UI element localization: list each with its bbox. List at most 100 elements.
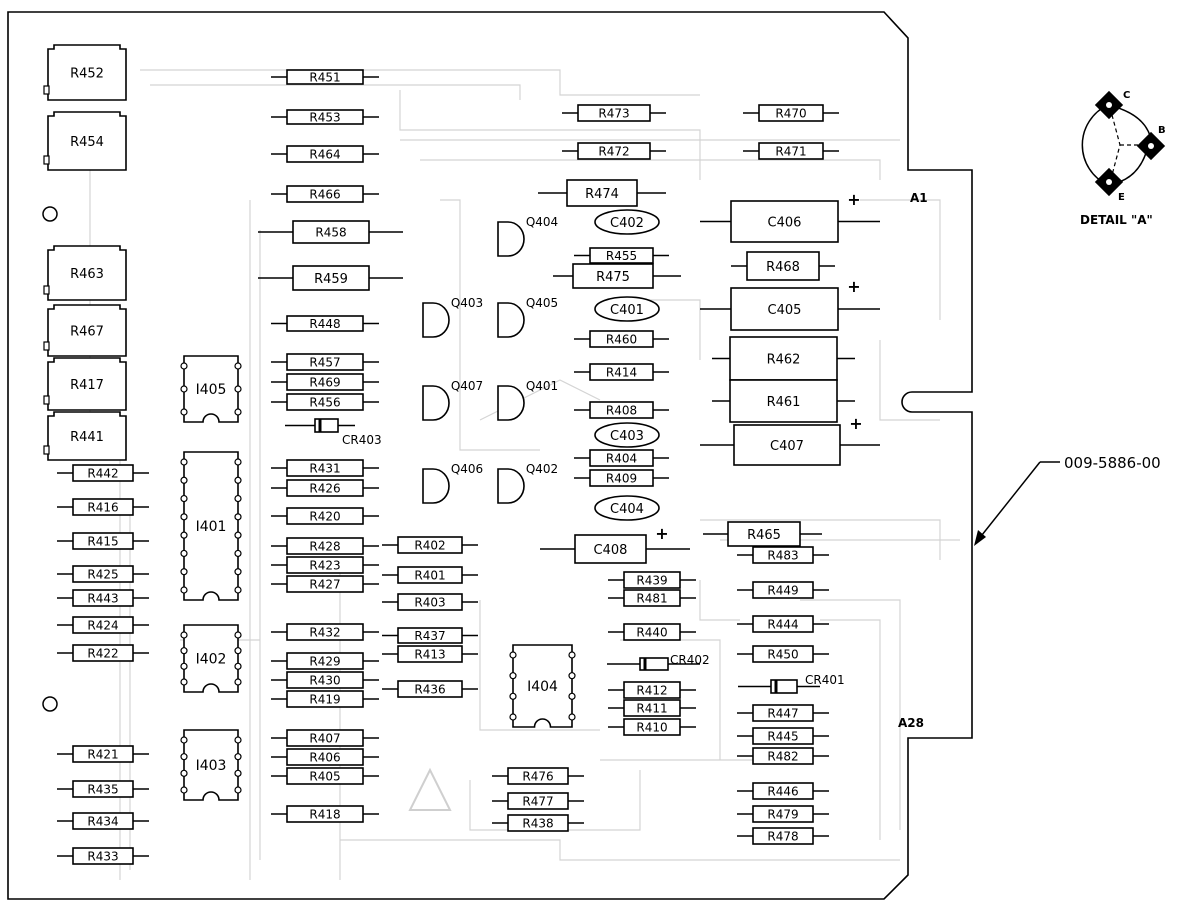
- resistor-r460: [589, 330, 654, 348]
- resistor-r450: [752, 645, 814, 663]
- trimmer-tab: [43, 341, 50, 351]
- ic-pin: [234, 786, 242, 794]
- resistor-r444: [752, 615, 814, 633]
- component-label-r448: R448: [309, 317, 340, 331]
- connector-label-top: A1: [910, 191, 928, 205]
- resistor-r476: [507, 767, 569, 785]
- component-label-r440: R440: [636, 626, 667, 640]
- component-label-r451: R451: [309, 71, 340, 85]
- resistor-r427: [286, 575, 364, 593]
- component-label-i405: I405: [196, 382, 227, 398]
- component-label-r443: R443: [87, 592, 118, 606]
- resistor-r466: [286, 185, 364, 203]
- component-label-r483: R483: [767, 549, 798, 563]
- component-label-r450: R450: [767, 648, 798, 662]
- ic-pin: [568, 713, 576, 721]
- ic-pin: [180, 662, 188, 670]
- resistor-r440: [623, 623, 681, 641]
- component-label-r461: R461: [767, 395, 801, 410]
- capacitor-c404: [594, 495, 660, 521]
- ic-pin: [180, 647, 188, 655]
- component-label-c408: C408: [594, 543, 628, 558]
- resistor-r456: [286, 393, 364, 411]
- component-label-r482: R482: [767, 750, 798, 764]
- component-label-c406: C406: [768, 216, 802, 231]
- ic-pin: [234, 549, 242, 558]
- component-label-r467: R467: [70, 325, 104, 340]
- capacitor-c408: [574, 534, 647, 564]
- component-label-c405: C405: [768, 303, 802, 318]
- resistor-r402: [397, 536, 463, 554]
- ic-pin: [234, 531, 242, 539]
- component-label-r466: R466: [309, 188, 340, 202]
- resistor-r416: [72, 498, 134, 516]
- component-label-r408: R408: [606, 404, 637, 418]
- resistor-r415: [72, 532, 134, 550]
- component-label-cr401: CR401: [805, 673, 845, 687]
- transistor-q402: [497, 468, 525, 504]
- component-label-r458: R458: [315, 226, 346, 240]
- resistor-r483: [752, 546, 814, 564]
- component-label-r427: R427: [309, 578, 340, 592]
- component-label-r436: R436: [414, 683, 445, 697]
- component-label-r456: R456: [309, 396, 340, 410]
- trimmer-r441: [47, 411, 127, 461]
- ic-pin: [234, 458, 242, 466]
- ic-pin: [234, 736, 242, 744]
- detail-caption: DETAIL "A": [1080, 213, 1153, 227]
- component-label-r435: R435: [87, 783, 118, 797]
- component-label-q407: Q407: [451, 379, 483, 393]
- resistor-r424: [72, 616, 134, 634]
- diode-cr403: [314, 418, 339, 433]
- resistor-r442: [72, 464, 134, 482]
- ic-pin: [180, 385, 188, 393]
- component-label-r459: R459: [314, 272, 348, 287]
- component-label-r438: R438: [522, 817, 553, 831]
- trimmer-tab: [43, 445, 50, 455]
- resistor-r408: [589, 401, 654, 419]
- component-label-r481: R481: [636, 592, 667, 606]
- resistor-r447: [752, 704, 814, 722]
- component-label-r444: R444: [767, 618, 798, 632]
- component-label-r464: R464: [309, 148, 340, 162]
- component-label-r422: R422: [87, 647, 118, 661]
- connector-label-bottom: A28: [898, 716, 924, 730]
- trimmer-tab: [43, 395, 50, 405]
- component-label-q401: Q401: [526, 379, 558, 393]
- component-label-q406: Q406: [451, 462, 483, 476]
- ic-pin: [234, 647, 242, 655]
- component-label-r475: R475: [596, 270, 630, 285]
- component-label-r463: R463: [70, 267, 104, 282]
- component-label-c401: C401: [610, 303, 644, 318]
- resistor-r436: [397, 680, 463, 698]
- capacitor-c406: [730, 200, 839, 243]
- trimmer-r467: [47, 304, 127, 357]
- resistor-r451: [286, 69, 364, 85]
- component-label-r474: R474: [585, 187, 619, 202]
- ic-pin: [568, 651, 576, 659]
- resistor-r468: [746, 251, 820, 281]
- ic-pin: [234, 631, 242, 639]
- component-label-r410: R410: [636, 721, 667, 735]
- component-label-r441: R441: [70, 430, 104, 445]
- component-label-r470: R470: [775, 107, 806, 121]
- ic-pin: [180, 568, 188, 576]
- component-label-r433: R433: [87, 850, 118, 864]
- component-label-r428: R428: [309, 540, 340, 554]
- component-label-r430: R430: [309, 674, 340, 688]
- capacitor-c401: [594, 296, 660, 322]
- component-label-r439: R439: [636, 574, 667, 588]
- resistor-r430: [286, 671, 364, 689]
- component-label-r472: R472: [598, 145, 629, 159]
- component-label-r434: R434: [87, 815, 118, 829]
- component-label-r415: R415: [87, 535, 118, 549]
- component-label-q404: Q404: [526, 215, 558, 229]
- mounting-hole-upper: [42, 206, 58, 222]
- component-label-r454: R454: [70, 135, 104, 150]
- transistor-q401: [497, 385, 525, 421]
- detail-a-pinout: C B E DETAIL "A": [1080, 90, 1166, 227]
- component-label-r465: R465: [747, 528, 781, 543]
- resistor-r401: [397, 566, 463, 584]
- component-label-r462: R462: [767, 352, 801, 367]
- resistor-r403: [397, 593, 463, 611]
